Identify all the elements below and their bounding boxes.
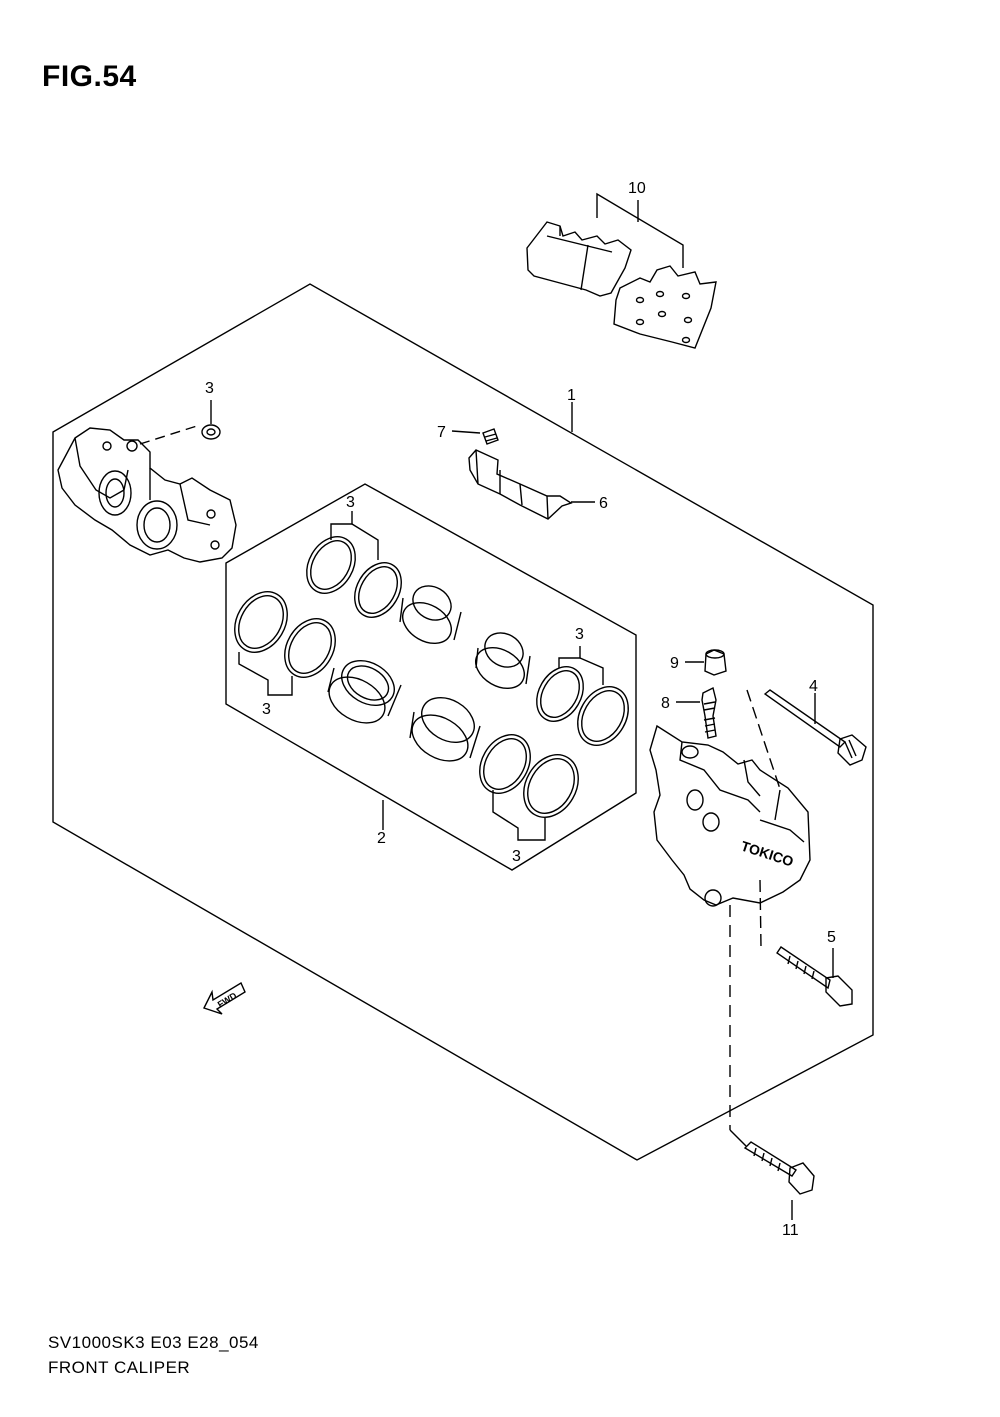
callout-bracket: [579, 657, 604, 685]
callout-bracket: [330, 511, 353, 540]
callout-3: 3: [262, 701, 271, 718]
callout-10: 10: [628, 180, 646, 197]
bleeder-valve: [701, 686, 717, 739]
callout-11: 11: [782, 1222, 799, 1239]
callout-bracket: [238, 652, 293, 696]
hidden-line: [746, 689, 782, 793]
hidden-line: [729, 1129, 747, 1147]
callout-leader: [596, 192, 684, 268]
callout-6: 6: [599, 495, 608, 512]
callout-5: 5: [827, 929, 836, 946]
hidden-line: [139, 424, 201, 445]
washer: [201, 424, 221, 440]
bleeder-cap: [704, 649, 727, 676]
piston: [327, 660, 402, 724]
piston-seal-rings: [234, 536, 629, 818]
caliper-inner-half: [57, 427, 237, 563]
callout-4: 4: [809, 678, 818, 695]
assembly-boundary: [52, 283, 874, 1161]
piston: [475, 632, 531, 689]
brake-pad-set: [526, 192, 717, 349]
forward-label: FWD: [216, 990, 239, 1010]
caliper-pistons: [327, 585, 531, 762]
caliper-mounting-bolt-long: [743, 1141, 815, 1195]
callout-bracket: [351, 523, 379, 560]
diagram-name: FRONT CALIPER: [48, 1358, 191, 1377]
callout-2: 2: [377, 830, 386, 847]
callout-bracket: [558, 646, 581, 668]
figure-title: FIG.54: [42, 60, 137, 93]
callout-bracket: [492, 790, 546, 841]
callout-3: 3: [346, 494, 355, 511]
piston: [409, 697, 481, 762]
callout-9: 9: [670, 655, 679, 672]
caliper-mounting-bolt: [776, 946, 853, 1007]
hidden-line: [759, 879, 762, 948]
caliper-outer-half: [649, 724, 811, 907]
callout-3: 3: [512, 848, 521, 865]
callout-7: 7: [437, 424, 446, 441]
pad-pin: [482, 428, 499, 445]
callout-3: 3: [205, 380, 214, 397]
brake-pad-front: [526, 221, 632, 297]
diagram-code: SV1000SK3 E03 E28_054: [48, 1333, 259, 1352]
callout-8: 8: [661, 695, 670, 712]
callout-leader: [451, 430, 481, 434]
brake-pad-rear: [613, 265, 717, 349]
piston: [399, 585, 462, 644]
callout-1: 1: [567, 387, 576, 404]
caliper-brand-marking: TOKICO: [739, 838, 796, 870]
callout-3: 3: [575, 626, 584, 643]
pad-pin-bolt: [763, 689, 867, 766]
piston-kit-boundary: [225, 483, 637, 871]
pad-spring: [468, 449, 573, 520]
forward-direction-arrow: [203, 981, 246, 1015]
